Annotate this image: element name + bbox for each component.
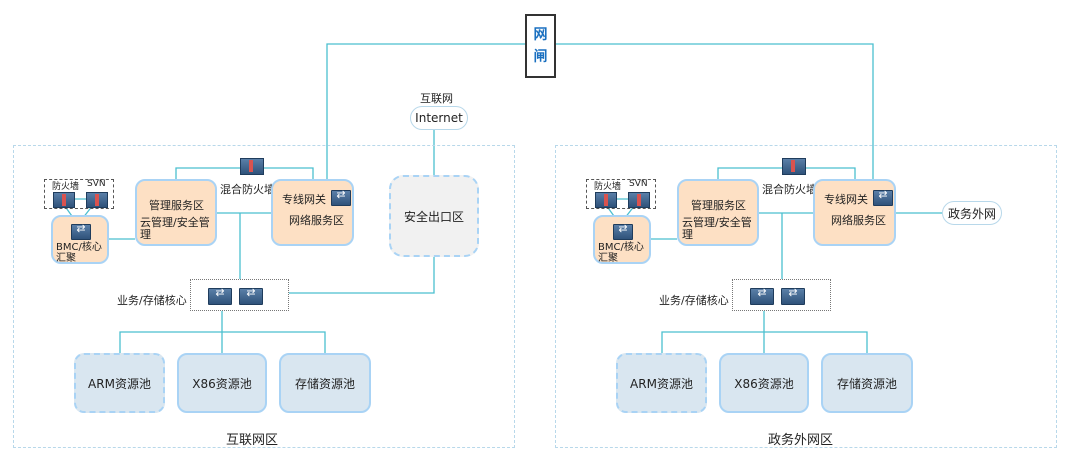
gateway-label: 专线网关	[282, 193, 326, 206]
network-service-box: 专线网关 网络服务区	[271, 179, 354, 246]
pool-label: ARM资源池	[630, 376, 693, 391]
internet-cloud: Internet	[410, 106, 468, 130]
gate-char: 闸	[533, 49, 548, 65]
security-group	[586, 179, 656, 209]
gate-link-right	[556, 43, 874, 192]
bmc-label: BMC/核心汇聚	[598, 242, 644, 264]
firewall-label: 防火墙	[52, 182, 80, 192]
core-group	[190, 279, 289, 311]
gov-extranet-cloud: 政务外网	[942, 201, 1002, 225]
core-label: 业务/存储核心	[659, 294, 729, 307]
internet-caption: 互联网	[420, 92, 453, 105]
internet-zone-panel: 防火墙 SVN BMC/核心汇聚 管理服务区 云管理/安全管理 混合防火墙 专线…	[0, 0, 540, 462]
zone-border	[555, 145, 1057, 448]
bmc-label: BMC/核心汇聚	[56, 242, 102, 264]
mgmt-sub: 云管理/安全管理	[140, 216, 210, 241]
firewall-label: 防火墙	[594, 182, 622, 192]
mgmt-service-box: 管理服务区 云管理/安全管理	[677, 179, 759, 246]
firewall-icon	[53, 192, 75, 208]
svn-label: SVN	[87, 179, 106, 189]
zone-border	[13, 145, 515, 448]
gateway-icon	[331, 188, 351, 206]
svn-icon	[628, 192, 650, 208]
hybrid-firewall-icon	[782, 158, 806, 175]
pool-label: 存储资源池	[294, 376, 355, 391]
core-switch-icon	[781, 286, 805, 305]
network-service-box: 专线网关 网络服务区	[813, 179, 896, 246]
switch-icon	[613, 222, 633, 240]
gateway-icon	[873, 188, 893, 206]
core-group	[732, 279, 831, 311]
core-switch-icon	[750, 286, 774, 305]
core-label: 业务/存储核心	[117, 294, 187, 307]
mgmt-service-box: 管理服务区 云管理/安全管理	[135, 179, 217, 246]
pool-storage: 存储资源池	[821, 353, 913, 413]
pool-arm: ARM资源池	[74, 353, 165, 413]
gate-char: 网	[533, 27, 548, 43]
svn-label: SVN	[629, 179, 648, 189]
cloud-label: 政务外网	[947, 206, 996, 221]
pool-x86: X86资源池	[177, 353, 267, 413]
gov-extranet-zone-panel: 防火墙 SVN BMC/核心汇聚 管理服务区 云管理/安全管理 混合防火墙 专线…	[542, 0, 1080, 462]
zone-label: 互联网区	[226, 433, 279, 448]
security-exit-box: 安全出口区	[389, 175, 479, 257]
pool-label: ARM资源池	[88, 376, 151, 391]
mgmt-title: 管理服务区	[149, 199, 204, 212]
gateway-label: 专线网关	[824, 193, 868, 206]
security-group	[44, 179, 114, 209]
network-label: 网络服务区	[831, 214, 886, 227]
gate-link-left	[326, 43, 525, 192]
hybrid-firewall-label: 混合防火墙	[220, 183, 275, 196]
core-switch-icon	[208, 286, 232, 305]
zone-label: 政务外网区	[768, 433, 834, 448]
bmc-core-box: BMC/核心汇聚	[51, 215, 109, 264]
switch-icon	[71, 222, 91, 240]
hybrid-firewall-label: 混合防火墙	[762, 183, 817, 196]
pool-label: X86资源池	[734, 376, 794, 391]
pool-storage: 存储资源池	[279, 353, 371, 413]
exit-label: 安全出口区	[403, 209, 464, 224]
bmc-core-box: BMC/核心汇聚	[593, 215, 651, 264]
firewall-icon	[595, 192, 617, 208]
network-label: 网络服务区	[289, 214, 344, 227]
svn-icon	[86, 192, 108, 208]
pool-arm: ARM资源池	[616, 353, 707, 413]
core-switch-icon	[239, 286, 263, 305]
mgmt-title: 管理服务区	[691, 199, 746, 212]
pool-x86: X86资源池	[719, 353, 809, 413]
mgmt-sub: 云管理/安全管理	[682, 216, 752, 241]
pool-label: 存储资源池	[836, 376, 897, 391]
pool-label: X86资源池	[192, 376, 252, 391]
network-gate: 网 闸	[525, 14, 556, 78]
internet-label: Internet	[415, 111, 463, 125]
hybrid-firewall-icon	[240, 158, 264, 175]
